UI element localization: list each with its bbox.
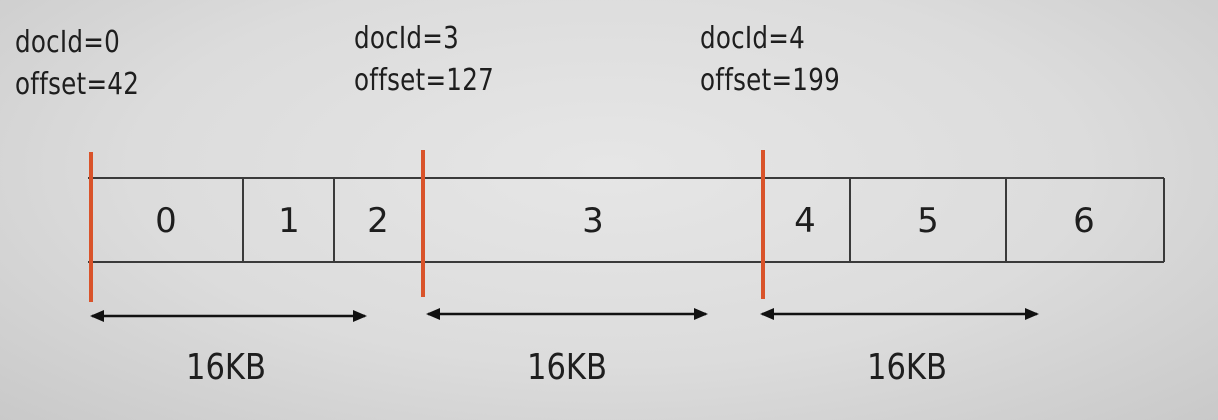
cell-label-3: 3 [582, 201, 604, 241]
cell-label-4: 4 [794, 201, 816, 241]
block-0-header: docId=0 offset=42 [15, 22, 139, 106]
cell-label-2: 2 [367, 201, 389, 241]
size-arrows [90, 308, 1039, 322]
size-labels: 16KB 16KB 16KB [186, 346, 947, 388]
cell-labels: 0 1 2 3 4 5 6 [155, 201, 1095, 241]
block-markers [89, 150, 765, 302]
cell-label-0: 0 [155, 201, 177, 241]
block-1-offset: offset=127 [354, 63, 495, 98]
block-0-size-label: 16KB [186, 346, 266, 388]
block-2-offset: offset=199 [700, 63, 841, 98]
block-0-offset: offset=42 [15, 67, 140, 102]
cell-label-5: 5 [917, 201, 939, 241]
block-1-docid: docId=3 [354, 21, 460, 56]
block-1-header: docId=3 offset=127 [354, 18, 494, 102]
cell-label-1: 1 [278, 201, 300, 241]
block-0-docid: docId=0 [15, 25, 121, 60]
block-1-size-label: 16KB [527, 346, 607, 388]
block-2-header: docId=4 offset=199 [700, 18, 840, 102]
document-row [88, 177, 1165, 263]
cell-label-6: 6 [1073, 201, 1095, 241]
block-2-size-label: 16KB [867, 346, 947, 388]
block-2-docid: docId=4 [700, 21, 806, 56]
